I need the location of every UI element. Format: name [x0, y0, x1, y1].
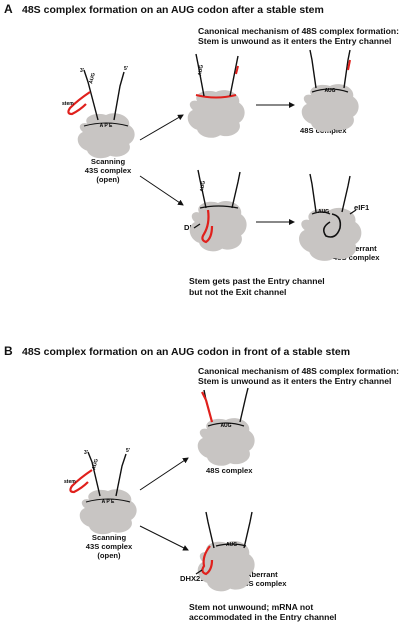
panel-a-ape-label: A P E — [100, 123, 113, 129]
panel-b-not-unwound-line1: Stem not unwound; mRNA not — [189, 602, 314, 612]
panel-a-scanning-ribosome: A P E — [77, 113, 135, 159]
panel-a-arrows — [139, 102, 295, 225]
panel-b-scanning-ribosome: A P E AUG 3' 5' stem — [64, 448, 137, 535]
panel-a-scanning-5prime: 5' — [124, 66, 128, 72]
panel-b-stem-label: stem — [64, 479, 76, 485]
panel-b-dhx29: DHX29 — [180, 574, 205, 583]
panel-b-48s-label: 48S complex — [206, 466, 253, 475]
panel-a-stem-past-line2: but not the Exit channel — [189, 287, 287, 297]
panel-b-arrows — [139, 457, 189, 551]
panel-a-scanning-3prime: 3' — [80, 68, 84, 74]
panel-a-48s-aug: AUG — [324, 88, 335, 94]
panel-a-aberrant-aug: AUG — [318, 209, 329, 215]
panel-a-scanning-line1: Scanning — [90, 157, 126, 166]
panel-a-canonical-line2: Stem is unwound as it enters the Entry c… — [198, 36, 392, 46]
panel-b-canonical-line1: Canonical mechanism of 48S complex forma… — [198, 366, 400, 376]
panel-b-5prime: 5' — [126, 448, 130, 454]
panel-a-intermediate-aug: AUG — [197, 64, 205, 76]
panel-b-letter: B — [4, 344, 13, 358]
panel-a-title: 48S complex formation on an AUG codon af… — [22, 4, 324, 16]
panel-a-scanning-aug: AUG — [88, 72, 97, 84]
panel-a-stem-past-line1: Stem gets past the Entry channel — [189, 276, 325, 286]
panel-a-letter: A — [4, 2, 13, 16]
panel-b-48s-aug: AUG — [220, 423, 231, 429]
panel-b-scanning-line3: (open) — [97, 551, 121, 560]
panel-b-aberrant-ribosome: AUG — [195, 511, 255, 592]
panel-b-aberrant-line2: 48S complex — [240, 579, 287, 588]
panel-b-scanning-line2: 43S complex — [85, 542, 133, 551]
panel-a-aberrant-ribosome: AUG — [299, 173, 362, 261]
panel-a-scanning-line2: 43S complex — [84, 166, 132, 175]
panel-b-3prime: 3' — [84, 450, 88, 456]
panel-a-dhx29-ribosome: AUG — [189, 169, 247, 252]
panel-a-eif1: eIF1 — [354, 203, 370, 212]
panel-b-ape-label: A P E — [102, 499, 115, 505]
panel-a-48s-ribosome: AUG — [301, 49, 359, 132]
panel-a-scanning-mrna: AUG 3' 5' stem — [62, 66, 128, 121]
panel-a-canonical-line1: Canonical mechanism of 48S complex forma… — [198, 26, 400, 36]
panel-b-not-unwound-line2: accommodated in the Entry channel — [189, 612, 337, 622]
panel-a-scanning-line3: (open) — [96, 175, 120, 184]
panel-b-title: 48S complex formation on an AUG codon in… — [22, 346, 351, 358]
panel-a-aberrant-line1: Aberrant — [345, 244, 377, 253]
panel-a-stem-label: stem — [62, 101, 74, 107]
panel-a-intermediate-ribosome: AUG — [187, 53, 245, 138]
panel-b-48s-ribosome: AUG — [197, 387, 255, 466]
panel-b-aberrant-aug: AUG — [226, 542, 237, 548]
panel-b-scanning-line1: Scanning — [91, 533, 127, 542]
panel-a-aberrant-line2: 48S complex — [333, 253, 380, 262]
panel-b-aberrant-line1: Aberrant — [246, 570, 278, 579]
panel-a-dhx29-aug: AUG — [199, 180, 207, 192]
panel-b-canonical-line2: Stem is unwound as it enters the Entry c… — [198, 376, 392, 386]
panel-b-scanning-aug: AUG — [91, 458, 100, 470]
